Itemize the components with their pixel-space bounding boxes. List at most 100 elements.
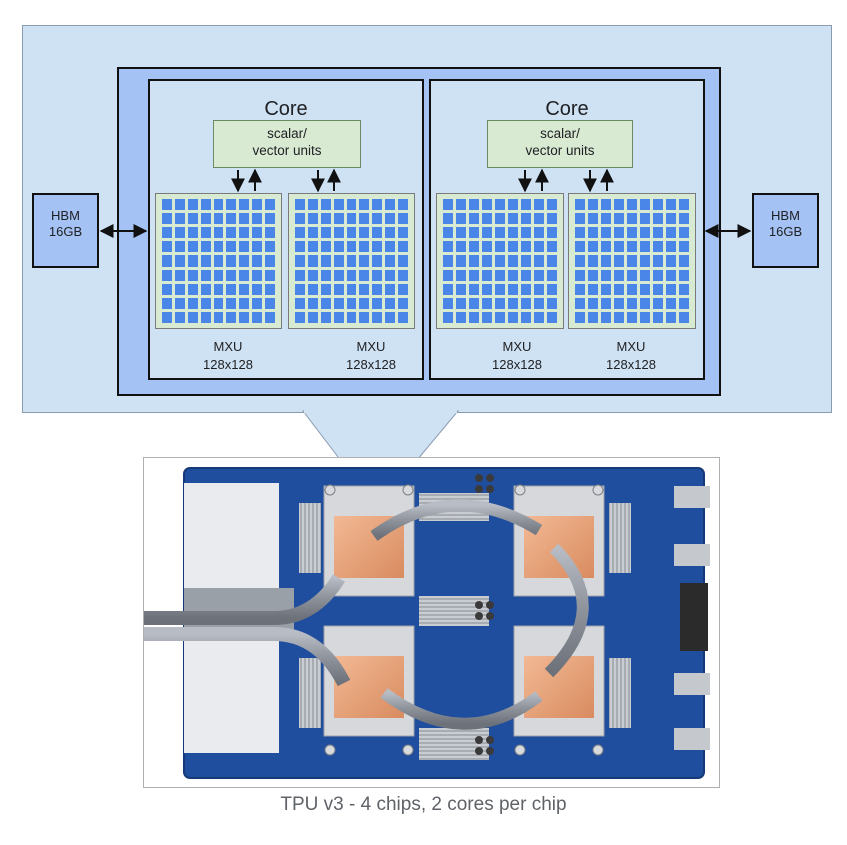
mxu-cell bbox=[239, 297, 250, 309]
mxu-cell bbox=[398, 297, 408, 309]
hbm-left: HBM 16GB bbox=[32, 193, 99, 268]
mxu-cell bbox=[213, 199, 224, 211]
mxu-cell bbox=[307, 297, 318, 309]
mxu-cell bbox=[521, 241, 531, 253]
mxu-cell bbox=[320, 311, 331, 323]
mxu-cell bbox=[534, 227, 544, 239]
mxu-cell bbox=[200, 283, 211, 295]
mxu-cell bbox=[653, 199, 663, 211]
mxu-cell bbox=[359, 269, 370, 281]
mxu-cell bbox=[534, 255, 544, 267]
mxu-cell bbox=[521, 269, 531, 281]
mxu-cell bbox=[495, 241, 505, 253]
mxu-cell bbox=[359, 255, 370, 267]
mxu-cell bbox=[508, 311, 518, 323]
mxu-cell bbox=[174, 269, 185, 281]
mxu-cell bbox=[346, 311, 357, 323]
mxu-cell bbox=[174, 227, 185, 239]
mxu-cell bbox=[307, 199, 318, 211]
mxu-cell bbox=[508, 213, 518, 225]
mxu-cell bbox=[640, 213, 650, 225]
mxu-cell bbox=[469, 227, 479, 239]
mxu-cell bbox=[601, 199, 611, 211]
mxu-cell bbox=[482, 283, 492, 295]
mxu-cell bbox=[456, 241, 466, 253]
mxu-cell bbox=[575, 255, 585, 267]
mxu-cell bbox=[239, 213, 250, 225]
mxu-cell bbox=[443, 227, 453, 239]
mxu-cell bbox=[398, 311, 408, 323]
mxu-cell bbox=[521, 255, 531, 267]
mxu-cell bbox=[320, 227, 331, 239]
mxu-cell bbox=[588, 227, 598, 239]
mxu-cell bbox=[495, 199, 505, 211]
mxu-cell bbox=[640, 241, 650, 253]
mxu-cell bbox=[456, 255, 466, 267]
figure-caption: TPU v3 - 4 chips, 2 cores per chip bbox=[280, 794, 567, 815]
mxu-cell bbox=[252, 283, 263, 295]
mxu-cell bbox=[653, 311, 663, 323]
mxu-cell bbox=[666, 241, 676, 253]
mxu-cell bbox=[482, 311, 492, 323]
mxu-cell bbox=[226, 269, 237, 281]
mxu-cell bbox=[653, 213, 663, 225]
mxu-cell bbox=[174, 297, 185, 309]
mxu-cell bbox=[200, 297, 211, 309]
mxu-cell bbox=[627, 283, 637, 295]
mxu-cell bbox=[640, 311, 650, 323]
mxu-cell bbox=[482, 227, 492, 239]
mxu-cell bbox=[588, 311, 598, 323]
mxu-cell bbox=[469, 283, 479, 295]
mxu-cell bbox=[469, 255, 479, 267]
mxu-cell bbox=[575, 297, 585, 309]
mxu-cell bbox=[295, 227, 305, 239]
mxu-cell bbox=[213, 255, 224, 267]
mxu-cell bbox=[372, 297, 383, 309]
mxu-cell bbox=[174, 283, 185, 295]
mxu-cell bbox=[226, 283, 237, 295]
mxu-cell bbox=[187, 283, 198, 295]
mxu-cell bbox=[213, 269, 224, 281]
mxu-cell bbox=[187, 241, 198, 253]
mxu-cell bbox=[495, 255, 505, 267]
mxu-cell bbox=[588, 297, 598, 309]
mxu-cell bbox=[295, 297, 305, 309]
mxu-cell bbox=[252, 227, 263, 239]
mxu-cell bbox=[588, 269, 598, 281]
mxu-cell bbox=[295, 269, 305, 281]
mxu-cell bbox=[213, 213, 224, 225]
scalar-vector-label-line2: vector units bbox=[252, 143, 322, 158]
mxu-cell bbox=[372, 255, 383, 267]
mxu-cell bbox=[174, 241, 185, 253]
mxu-cell bbox=[482, 269, 492, 281]
mxu-cell bbox=[346, 199, 357, 211]
mxu-cell bbox=[495, 213, 505, 225]
mxu-cell bbox=[534, 199, 544, 211]
mxu-cell bbox=[265, 283, 275, 295]
mxu-cell bbox=[307, 269, 318, 281]
mxu-cell bbox=[162, 241, 172, 253]
mxu-cell bbox=[307, 311, 318, 323]
mxu-cell bbox=[521, 227, 531, 239]
mxu-cell bbox=[627, 227, 637, 239]
mxu-cell bbox=[443, 213, 453, 225]
mxu-cell bbox=[187, 255, 198, 267]
mxu-cell bbox=[443, 241, 453, 253]
mxu-cell bbox=[398, 227, 408, 239]
mxu-cell bbox=[508, 241, 518, 253]
mxu-cell bbox=[333, 269, 344, 281]
mxu-label: MXU 128x128 bbox=[462, 338, 572, 374]
mxu-cell bbox=[385, 241, 396, 253]
mxu-cell bbox=[385, 297, 396, 309]
scalar-vector-units: scalar/ vector units bbox=[487, 120, 633, 168]
core-title: Core bbox=[545, 98, 589, 120]
hbm-name: HBM bbox=[771, 208, 800, 223]
mxu-cell bbox=[601, 311, 611, 323]
mxu-cell bbox=[320, 213, 331, 225]
mxu-cell bbox=[359, 199, 370, 211]
mxu-cell bbox=[469, 199, 479, 211]
mxu-cell bbox=[162, 255, 172, 267]
mxu-cell bbox=[601, 227, 611, 239]
mxu-cell bbox=[385, 227, 396, 239]
